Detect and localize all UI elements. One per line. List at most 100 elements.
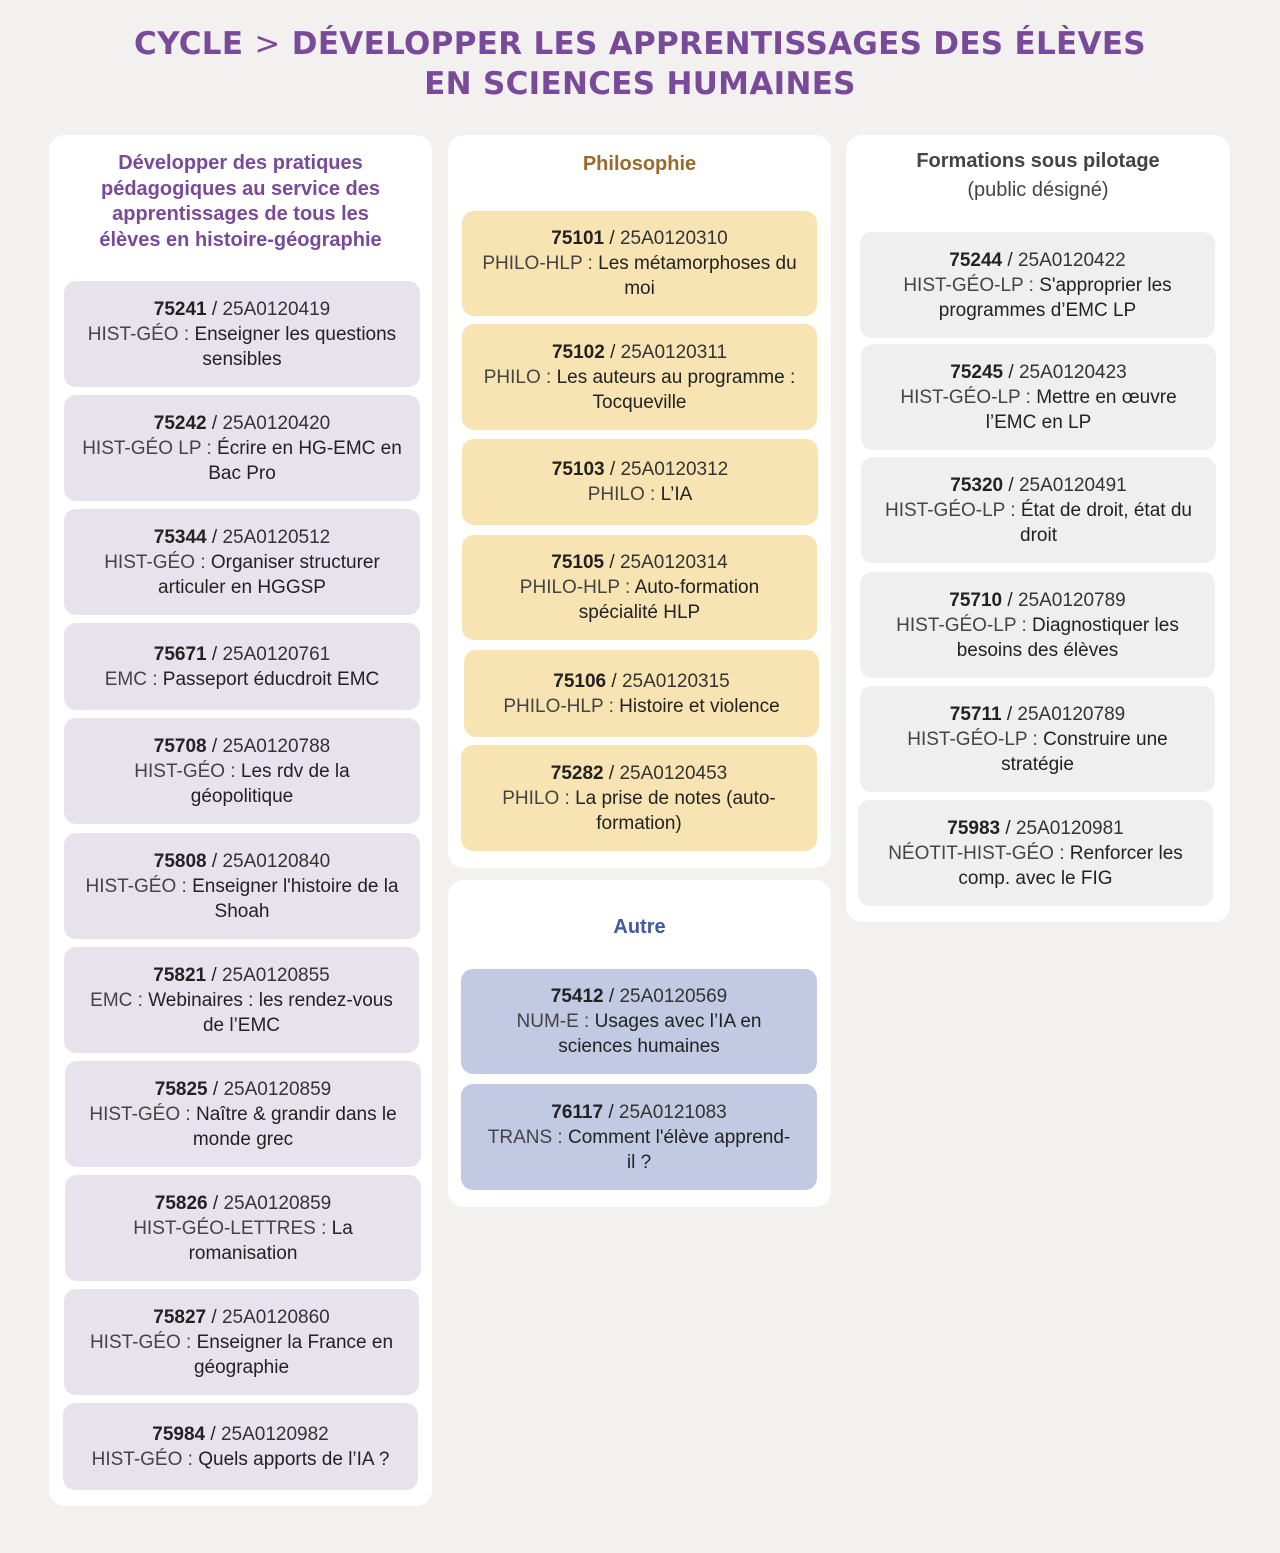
formation-title-cont: romanisation: [188, 1242, 298, 1264]
formation-prefix: HIST-GÉO :: [134, 760, 236, 782]
formation-id: 75710: [949, 589, 1003, 611]
formation-card-75412[interactable]: 75412 / 25A0120569 NUM-E : Usages avec l…: [461, 969, 817, 1074]
formation-card-75282[interactable]: 75282 / 25A0120453 PHILO : La prise de n…: [461, 745, 817, 851]
formation-card-75245[interactable]: 75245 / 25A0120423 HIST-GÉO-LP : Mettre …: [861, 344, 1216, 450]
formation-title: Écrire en HG-EMC en: [217, 437, 402, 459]
formation-card-75102[interactable]: 75102 / 25A0120311 PHILO : Les auteurs a…: [462, 324, 817, 430]
formation-code: 25A0120981: [1015, 817, 1124, 839]
formation-id: 76117: [551, 1101, 604, 1123]
formation-code: 25A0120315: [621, 670, 730, 692]
formation-prefix: HIST-GÉO-LETTRES :: [133, 1217, 327, 1239]
formation-title: La prise de notes (auto-: [575, 787, 776, 809]
formation-prefix: HIST-GÉO :: [85, 875, 187, 897]
formation-id: 75242: [153, 412, 207, 434]
formation-card-75106[interactable]: 75106 / 25A0120315 PHILO-HLP : Histoire …: [464, 650, 819, 737]
formation-card-75344[interactable]: 75344 / 25A0120512 HIST-GÉO : Organiser …: [64, 509, 420, 615]
formation-prefix: PHILO-HLP :: [482, 253, 593, 274]
formation-code: 25A0120859: [223, 1192, 332, 1214]
formation-title: Mettre en œuvre: [1036, 386, 1177, 408]
formation-code: 25A0120453: [619, 762, 728, 784]
formation-card-75827[interactable]: 75827 / 25A0120860 HIST-GÉO : Enseigner …: [64, 1289, 419, 1395]
formation-title: État de droit, état du: [1020, 499, 1192, 521]
formation-prefix: EMC :: [104, 668, 158, 690]
panel-heading-philosophie: Philosophie: [582, 153, 697, 175]
formation-code: 25A0120859: [223, 1078, 332, 1100]
formation-id: 75102: [551, 341, 605, 363]
formation-prefix: PHILO :: [483, 366, 552, 388]
formation-code: 25A0120420: [222, 412, 331, 434]
formation-title-cont: comp. avec le FIG: [958, 867, 1113, 889]
title-cycle: CYCLE: [134, 26, 244, 62]
formation-id: 75821: [153, 964, 207, 986]
formation-prefix: HIST-GÉO-LP :: [885, 499, 1016, 521]
formation-id: 75827: [153, 1306, 207, 1328]
formation-title-cont: stratégie: [1001, 753, 1074, 775]
formation-card-75103[interactable]: 75103 / 25A0120312 PHILO : L’IA: [462, 439, 818, 525]
formation-card-75708[interactable]: 75708 / 25A0120788 HIST-GÉO : Les rdv de…: [64, 718, 420, 824]
formation-title: Les auteurs au programme :: [556, 366, 796, 388]
formation-title-cont: géographie: [193, 1356, 290, 1378]
formation-title: Enseigner l'histoire de la: [192, 875, 399, 897]
formation-title: Les rdv de la: [240, 760, 350, 782]
formation-title: La: [331, 1217, 353, 1239]
formation-title-cont: programmes d’EMC LP: [938, 299, 1137, 321]
formation-card-75808[interactable]: 75808 / 25A0120840 HIST-GÉO : Enseigner …: [64, 833, 420, 939]
formation-code: 25A0120788: [222, 735, 331, 757]
formation-card-75983[interactable]: 75983 / 25A0120981 NÉOTIT-HIST-GÉO : Ren…: [858, 800, 1213, 906]
formation-card-76117[interactable]: 76117 / 25A0121083 TRANS : Comment l'élè…: [461, 1084, 817, 1190]
formation-title-cont: de l’EMC: [202, 1014, 281, 1036]
formation-title-cont: sensibles: [202, 348, 282, 370]
formation-prefix: HIST-GÉO-LP :: [903, 274, 1034, 296]
formation-title: Construire une: [1043, 728, 1168, 750]
formation-card-75984[interactable]: 75984 / 25A0120982 HIST-GÉO : Quels appo…: [63, 1403, 418, 1490]
formation-card-75825[interactable]: 75825 / 25A0120859 HIST-GÉO : Naître & g…: [65, 1061, 421, 1167]
formation-card-75710[interactable]: 75710 / 25A0120789 HIST-GÉO-LP : Diagnos…: [860, 572, 1215, 678]
formation-id: 75826: [154, 1192, 208, 1214]
formation-code: 25A0121083: [618, 1101, 727, 1123]
formation-id: 75106: [553, 670, 607, 692]
formation-code: 25A0120422: [1017, 249, 1126, 271]
formation-card-75241[interactable]: 75241 / 25A0120419 HIST-GÉO : Enseigner …: [64, 281, 420, 387]
formation-prefix: PHILO :: [502, 787, 570, 809]
formation-title-cont: il ?: [626, 1151, 652, 1173]
formation-prefix: HIST-GÉO-LP :: [907, 728, 1038, 750]
page-title-line1: CYCLE > DÉVELOPPER LES APPRENTISSAGES DE…: [0, 24, 1280, 64]
formation-id: 75282: [550, 762, 604, 784]
formation-id: 75711: [949, 703, 1002, 725]
formation-card-75242[interactable]: 75242 / 25A0120420 HIST-GÉO LP : Écrire …: [64, 395, 420, 501]
formation-card-75821[interactable]: 75821 / 25A0120855 EMC : Webinaires : le…: [64, 947, 419, 1053]
formation-card-75105[interactable]: 75105 / 25A0120314 PHILO-HLP : Auto-form…: [462, 535, 817, 640]
formation-title: Organiser structurer: [210, 551, 380, 573]
formation-title-cont: moi: [624, 278, 655, 299]
formation-code: 25A0120311: [620, 341, 728, 363]
formation-code: 25A0120491: [1018, 474, 1127, 496]
formation-title: S'approprier les: [1039, 274, 1172, 296]
panel-heading-histoire-geographie: Développer des pratiques pédagogiques au…: [99, 152, 382, 251]
formation-card-75711[interactable]: 75711 / 25A0120789 HIST-GÉO-LP : Constru…: [860, 686, 1215, 792]
formation-title: Webinaires : les rendez-vous: [148, 989, 393, 1011]
formation-code: 25A0120789: [1017, 703, 1126, 725]
formation-card-75320[interactable]: 75320 / 25A0120491 HIST-GÉO-LP : État de…: [861, 457, 1216, 563]
formation-code: 25A0120569: [619, 986, 728, 1007]
formation-title-cont: Bac Pro: [208, 462, 276, 484]
panel-heading-formations: Formations sous pilotage (public désigné…: [916, 150, 1160, 201]
formation-title-cont: spécialité HLP: [578, 602, 701, 623]
formation-card-75101[interactable]: 75101 / 25A0120310 PHILO-HLP : Les métam…: [462, 211, 817, 316]
formation-title-cont: besoins des élèves: [956, 639, 1119, 661]
formation-id: 75412: [550, 986, 604, 1007]
formation-prefix: PHILO-HLP :: [519, 577, 631, 598]
formation-code: 25A0120860: [221, 1306, 330, 1328]
page-title: CYCLE > DÉVELOPPER LES APPRENTISSAGES DE…: [0, 24, 1280, 104]
formation-id: 75671: [153, 643, 207, 665]
formation-card-75244[interactable]: 75244 / 25A0120422 HIST-GÉO-LP : S'appro…: [860, 232, 1215, 338]
formation-id: 75983: [947, 817, 1001, 839]
formation-card-75671[interactable]: 75671 / 25A0120761 EMC : Passeport éducd…: [64, 623, 420, 710]
formation-title: Enseigner les questions: [194, 323, 397, 345]
formation-title-cont: droit: [1020, 524, 1057, 546]
formation-prefix: NÉOTIT-HIST-GÉO :: [888, 842, 1065, 864]
formation-card-75826[interactable]: 75826 / 25A0120859 HIST-GÉO-LETTRES : La…: [65, 1175, 421, 1281]
formation-prefix: HIST-GÉO-LP :: [900, 386, 1031, 408]
formation-id: 75320: [950, 474, 1004, 496]
formation-code: 25A0120312: [620, 459, 729, 480]
formation-title: Les métamorphoses du: [598, 253, 797, 274]
